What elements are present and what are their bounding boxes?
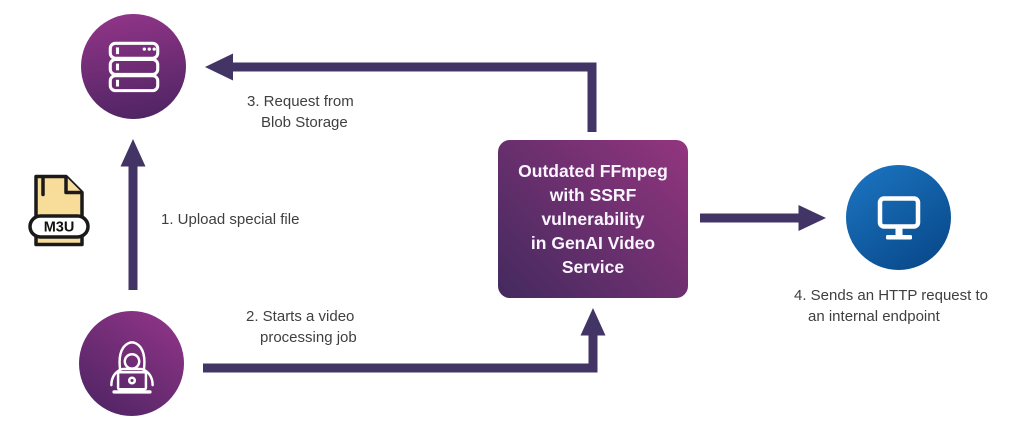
step3-label: 3. Request from Blob Storage [247,91,354,133]
step4-line2: an internal endpoint [808,308,940,325]
attacker-node [79,311,184,416]
arrow-upload [120,139,146,290]
service-box: Outdated FFmpeg with SSRF vulnerability … [498,140,688,298]
step1-label: 1. Upload special file [161,209,299,230]
service-box-text: Outdated FFmpeg with SSRF vulnerability … [518,161,668,277]
endpoint-node [846,165,951,270]
step4-label: 4. Sends an HTTP request to an internal … [794,285,988,327]
step3-line1: 3. Request from [247,93,354,110]
blob-storage-node [81,14,186,119]
step1-line1: 1. Upload special file [161,211,300,228]
m3u-label: M3U [44,220,75,236]
step2-label: 2. Starts a video processing job [246,306,357,348]
step2-line2: processing job [260,329,357,346]
step4-line1: 4. Sends an HTTP request to [794,287,988,304]
arrow-http-request [700,205,826,231]
monitor-icon [877,195,920,239]
step3-line2: Blob Storage [261,114,348,131]
hacker-icon [109,340,154,394]
server-icon [108,41,159,92]
m3u-file-icon: M3U [28,174,90,247]
step2-line1: 2. Starts a video [246,308,355,325]
